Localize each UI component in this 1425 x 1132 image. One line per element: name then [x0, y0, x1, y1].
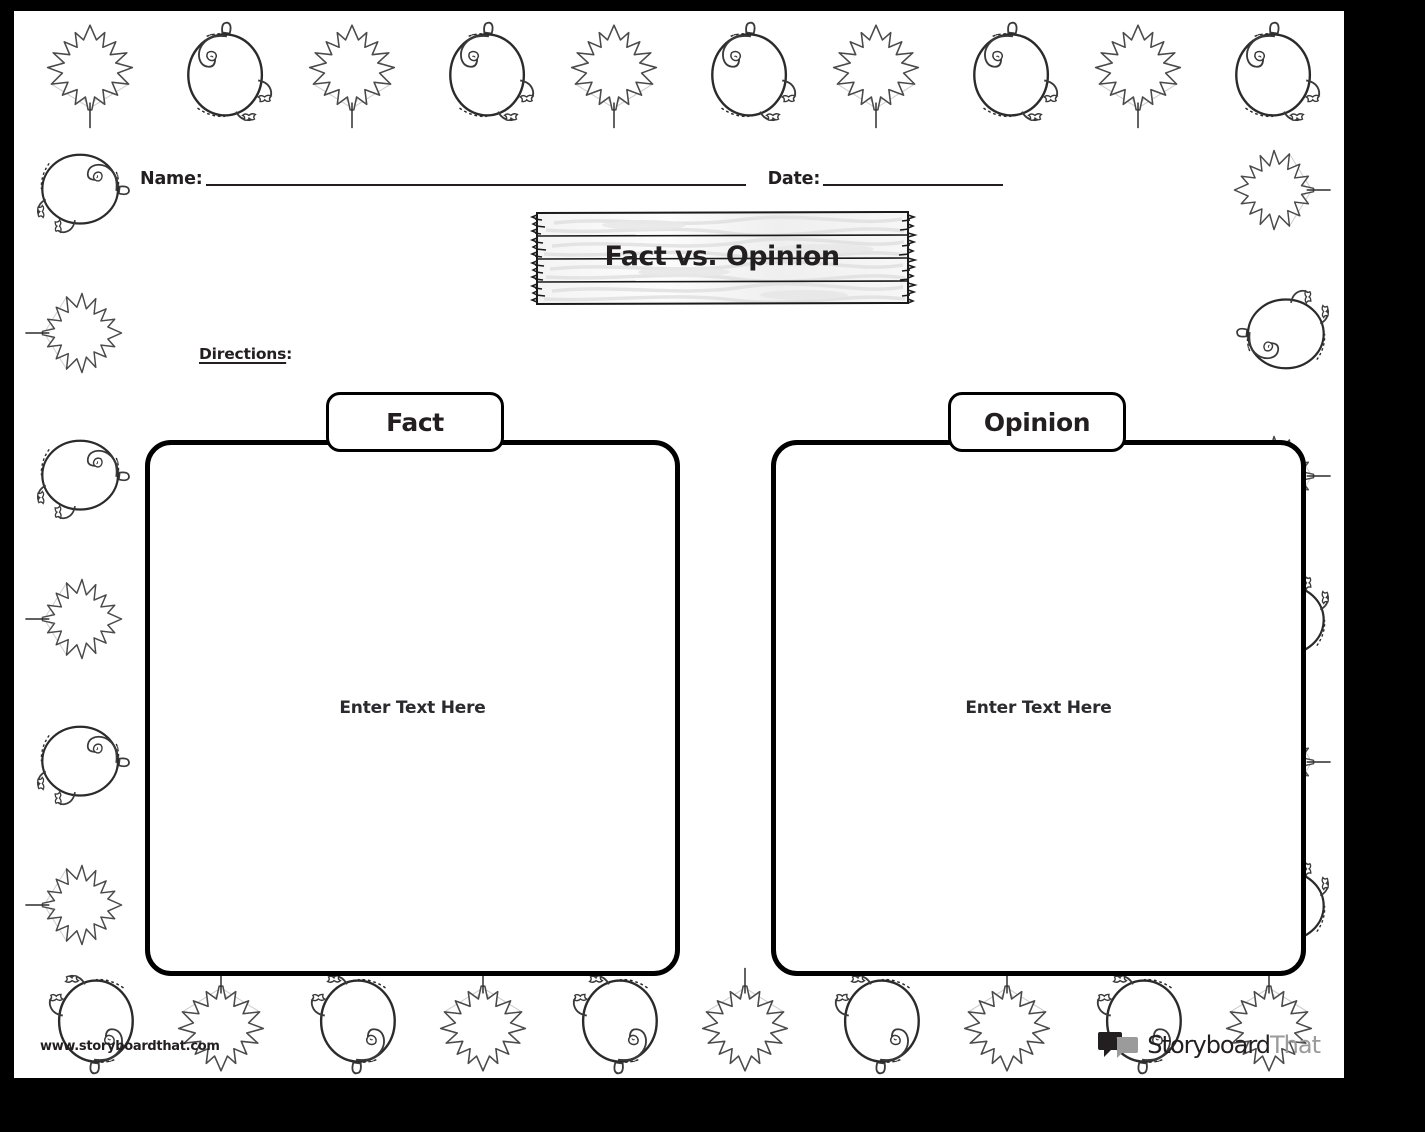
- title-sign[interactable]: Fact vs. Opinion: [524, 209, 920, 306]
- maple-leaf-icon: [1092, 20, 1184, 129]
- name-label: Name:: [140, 168, 203, 189]
- maple-leaf-icon: [437, 967, 529, 1077]
- pumpkin-icon: [956, 20, 1068, 129]
- site-url[interactable]: www.storyboardthat.com: [40, 1039, 220, 1054]
- name-input[interactable]: [205, 184, 746, 186]
- pumpkin-icon: [301, 968, 413, 1077]
- maple-leaf-icon: [1229, 147, 1331, 233]
- pumpkin-icon: [39, 968, 151, 1077]
- pumpkin-icon: [170, 20, 282, 129]
- maple-leaf-icon: [306, 20, 398, 129]
- date-label: Date:: [767, 168, 821, 189]
- pumpkin-icon: [1218, 20, 1330, 129]
- wood-sign-icon: [529, 210, 918, 306]
- maple-leaf-icon: [830, 20, 922, 129]
- column-fact: Enter Text Here Fact: [145, 392, 680, 976]
- logo-secondary-text: That: [1270, 1031, 1321, 1059]
- maple-leaf-icon: [175, 967, 267, 1077]
- logo-primary-text: Storyboard: [1147, 1031, 1271, 1059]
- worksheet-sheet: Name: Date:: [14, 11, 1344, 1078]
- directions-line: Directions:: [199, 345, 292, 363]
- directions-colon: :: [286, 345, 293, 363]
- maple-leaf-icon: [25, 862, 126, 948]
- maple-leaf-icon: [699, 967, 791, 1077]
- opinion-textbox[interactable]: Enter Text Here: [771, 440, 1306, 976]
- speech-bubbles-icon: [1098, 1030, 1140, 1060]
- date-input[interactable]: [823, 184, 1004, 186]
- pumpkin-icon: [30, 424, 131, 529]
- column-opinion: Enter Text Here Opinion: [771, 392, 1306, 976]
- opinion-placeholder: Enter Text Here: [965, 698, 1112, 718]
- pumpkin-icon: [30, 710, 131, 815]
- storyboardthat-logo[interactable]: StoryboardThat: [1098, 1030, 1321, 1060]
- maple-leaf-icon: [961, 967, 1053, 1077]
- maple-leaf-icon: [568, 20, 660, 129]
- maple-leaf-icon: [25, 576, 126, 662]
- pumpkin-icon: [694, 20, 806, 129]
- pumpkin-icon: [1234, 281, 1335, 386]
- pumpkin-icon: [432, 20, 544, 129]
- pumpkin-icon: [30, 138, 131, 243]
- name-date-row: Name: Date:: [140, 154, 1150, 188]
- pumpkin-icon: [563, 968, 675, 1077]
- fact-placeholder: Enter Text Here: [339, 698, 486, 718]
- pumpkin-icon: [825, 968, 937, 1077]
- title-text: Fact vs. Opinion: [604, 241, 841, 272]
- fact-tab-label[interactable]: Fact: [326, 392, 504, 452]
- fact-textbox[interactable]: Enter Text Here: [145, 440, 680, 976]
- opinion-tab-label[interactable]: Opinion: [948, 392, 1126, 452]
- maple-leaf-icon: [25, 290, 126, 376]
- directions-label: Directions: [199, 345, 287, 363]
- maple-leaf-icon: [44, 20, 136, 129]
